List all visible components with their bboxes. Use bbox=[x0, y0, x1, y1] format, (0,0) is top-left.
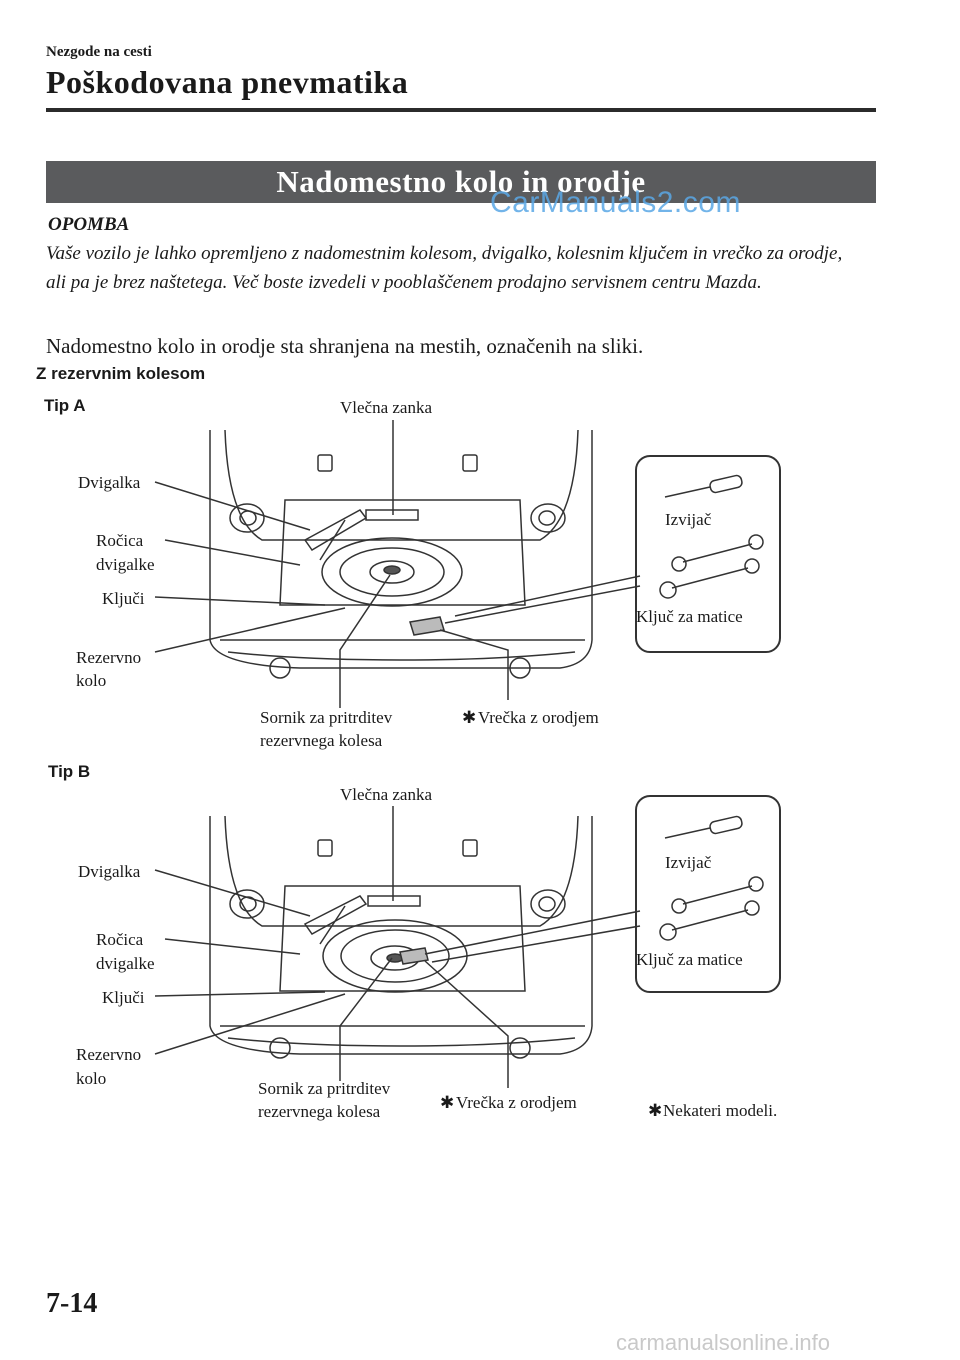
watermark-bottom: carmanualsonline.info bbox=[616, 1330, 831, 1355]
label-bolt-1: Sornik za pritrditev bbox=[258, 1079, 391, 1098]
asterisk-icon: ✱ bbox=[462, 708, 476, 727]
label-tow-hook: Vlečna zanka bbox=[340, 398, 432, 417]
intro-text: Nadomestno kolo in orodje sta shranjena … bbox=[46, 334, 644, 358]
wrench-icon bbox=[659, 534, 764, 599]
label-keys: Ključi bbox=[102, 988, 145, 1007]
section-title: Poškodovana pnevmatika bbox=[46, 64, 409, 100]
screwdriver-icon bbox=[664, 474, 743, 498]
watermark-top: CarManuals2.com bbox=[490, 186, 741, 219]
label-jack-handle-2: dvigalke bbox=[96, 954, 155, 973]
figure-a-illustration: Vlečna zanka Dvigalka Ročica dvigalke Kl… bbox=[76, 398, 781, 750]
asterisk-icon: ✱ bbox=[440, 1093, 454, 1112]
label-screwdriver: Izvijač bbox=[665, 510, 712, 529]
label-spare-1: Rezervno bbox=[76, 1045, 141, 1064]
label-bolt-2: rezervnega kolesa bbox=[258, 1102, 381, 1121]
label-bolt-1: Sornik za pritrditev bbox=[260, 708, 393, 727]
tools-box bbox=[635, 455, 781, 653]
label-jack-handle-1: Ročica bbox=[96, 531, 144, 550]
label-tow-hook: Vlečna zanka bbox=[340, 785, 432, 804]
screwdriver-icon bbox=[664, 815, 743, 839]
note-body: Vaše vozilo je lahko opremljeno z nadome… bbox=[46, 243, 843, 293]
header-rule bbox=[46, 108, 876, 112]
label-jack: Dvigalka bbox=[78, 862, 141, 881]
asterisk-icon: ✱ bbox=[648, 1101, 662, 1120]
chapter-title: Nezgode na cesti bbox=[46, 44, 152, 60]
label-wrench: Ključ za matice bbox=[636, 950, 743, 969]
label-toolbag: Vrečka z orodjem bbox=[478, 708, 599, 727]
label-screwdriver: Izvijač bbox=[665, 853, 712, 872]
label-jack: Dvigalka bbox=[78, 473, 141, 492]
tools-box bbox=[635, 795, 781, 993]
figure-a-label: Tip A bbox=[44, 396, 86, 415]
subheading: Z rezervnim kolesom bbox=[36, 364, 206, 383]
label-spare-2: kolo bbox=[76, 671, 106, 690]
label-jack-handle-1: Ročica bbox=[96, 930, 144, 949]
page-number: 7-14 bbox=[46, 1288, 98, 1319]
footnote: Nekateri modeli. bbox=[663, 1101, 777, 1120]
label-spare-2: kolo bbox=[76, 1069, 106, 1088]
label-keys: Ključi bbox=[102, 589, 145, 608]
wrench-icon bbox=[659, 876, 764, 941]
figure-b-illustration: Vlečna zanka Dvigalka Ročica dvigalke Kl… bbox=[76, 785, 781, 1121]
topic-banner: Nadomestno kolo in orodje bbox=[46, 161, 876, 203]
figure-b-label: Tip B bbox=[48, 762, 91, 781]
label-wrench: Ključ za matice bbox=[636, 607, 743, 626]
label-bolt-2: rezervnega kolesa bbox=[260, 731, 383, 750]
label-spare-1: Rezervno bbox=[76, 648, 141, 667]
note-title: OPOMBA bbox=[48, 214, 130, 235]
label-jack-handle-2: dvigalke bbox=[96, 555, 155, 574]
label-toolbag: Vrečka z orodjem bbox=[456, 1093, 577, 1112]
